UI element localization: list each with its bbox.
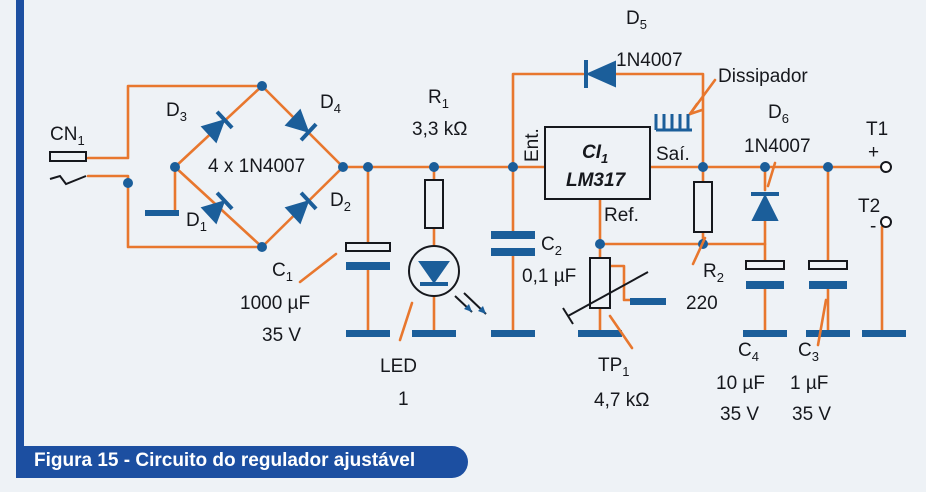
capacitor-c4: [743, 260, 787, 337]
label-bridge: 4 x 1N4007: [208, 156, 305, 177]
label-c1-voltage: 35 V: [262, 325, 301, 346]
led-1: [398, 245, 487, 342]
heatsink-icon: [654, 114, 692, 132]
label-led: LED: [380, 356, 417, 377]
label-c3-value: 1 µF: [790, 373, 828, 394]
label-d6-part: 1N4007: [744, 136, 811, 157]
label-c3: C3: [798, 340, 819, 364]
label-r1-value: 3,3 kΩ: [412, 119, 467, 140]
label-r1: R1: [428, 87, 449, 111]
label-d2: D2: [330, 190, 351, 214]
label-c1: C1: [272, 260, 293, 284]
ground-bar: [491, 330, 535, 337]
ground-bar: [412, 330, 456, 337]
diode-d4: [284, 108, 318, 142]
labels: CN1 D3 D4 4 x 1N4007 D1 D2 C1 1000 µF 35…: [50, 8, 888, 425]
ground-bar: [806, 330, 850, 337]
ground-bar: [346, 330, 390, 337]
label-ent: Ent.: [522, 128, 543, 162]
resistor-r1: [424, 179, 444, 229]
label-r2-value: 220: [686, 293, 718, 314]
ground-bar: [862, 330, 906, 337]
ic-lm317: [544, 126, 651, 200]
diode-d5: [584, 60, 616, 88]
label-cn1: CN1: [50, 124, 85, 148]
resistor-r2: [691, 181, 713, 266]
label-minus: -: [870, 216, 876, 237]
capacitor-c3: [806, 260, 850, 347]
label-d1: D1: [186, 210, 207, 234]
trimpot-tp1: [562, 257, 666, 350]
wires: [86, 72, 884, 335]
label-c1-value: 1000 µF: [240, 293, 310, 314]
terminal-t1: [880, 161, 892, 173]
label-r2: R2: [703, 261, 724, 285]
label-led-num: 1: [398, 389, 409, 410]
diode-d6: [751, 161, 779, 221]
label-dissipador: Dissipador: [718, 66, 808, 87]
caption-bar: [24, 446, 468, 478]
ground-bar: [145, 210, 179, 216]
connector-cn1: [49, 151, 87, 186]
ground-bar: [743, 330, 787, 337]
label-sai: Saí.: [656, 144, 690, 165]
label-c4-voltage: 35 V: [720, 404, 759, 425]
label-tp1-value: 4,7 kΩ: [594, 390, 649, 411]
capacitor-c2: [491, 231, 535, 337]
label-t1: T1: [866, 119, 888, 140]
label-t2: T2: [858, 196, 880, 217]
left-accent-bar: [16, 0, 24, 478]
diode-d3: [200, 110, 234, 144]
label-d6: D6: [768, 102, 789, 126]
figure-caption: Figura 15 - Circuito do regulador ajustá…: [34, 450, 416, 471]
label-c2-value: 0,1 µF: [522, 266, 576, 287]
label-c3-voltage: 35 V: [792, 404, 831, 425]
label-plus: +: [868, 142, 879, 163]
diode-d2: [284, 191, 318, 225]
label-d5: D5: [626, 8, 647, 32]
label-ic-name: CI1: [582, 142, 608, 166]
label-d4: D4: [320, 92, 341, 116]
diode-d1: [200, 191, 234, 225]
terminal-t2: [862, 216, 906, 337]
label-ic-part: LM317: [566, 170, 627, 191]
ground-bar: [578, 330, 622, 337]
junction-dots: [123, 81, 833, 252]
label-c4-value: 10 µF: [716, 373, 765, 394]
label-c2: C2: [541, 234, 562, 258]
label-ref: Ref.: [604, 205, 639, 226]
label-tp1: TP1: [598, 355, 630, 379]
capacitor-c1: [298, 242, 391, 337]
label-d3: D3: [166, 100, 187, 124]
label-d5-part: 1N4007: [616, 50, 683, 71]
ground-bar: [630, 298, 666, 305]
label-c4: C4: [738, 340, 759, 364]
